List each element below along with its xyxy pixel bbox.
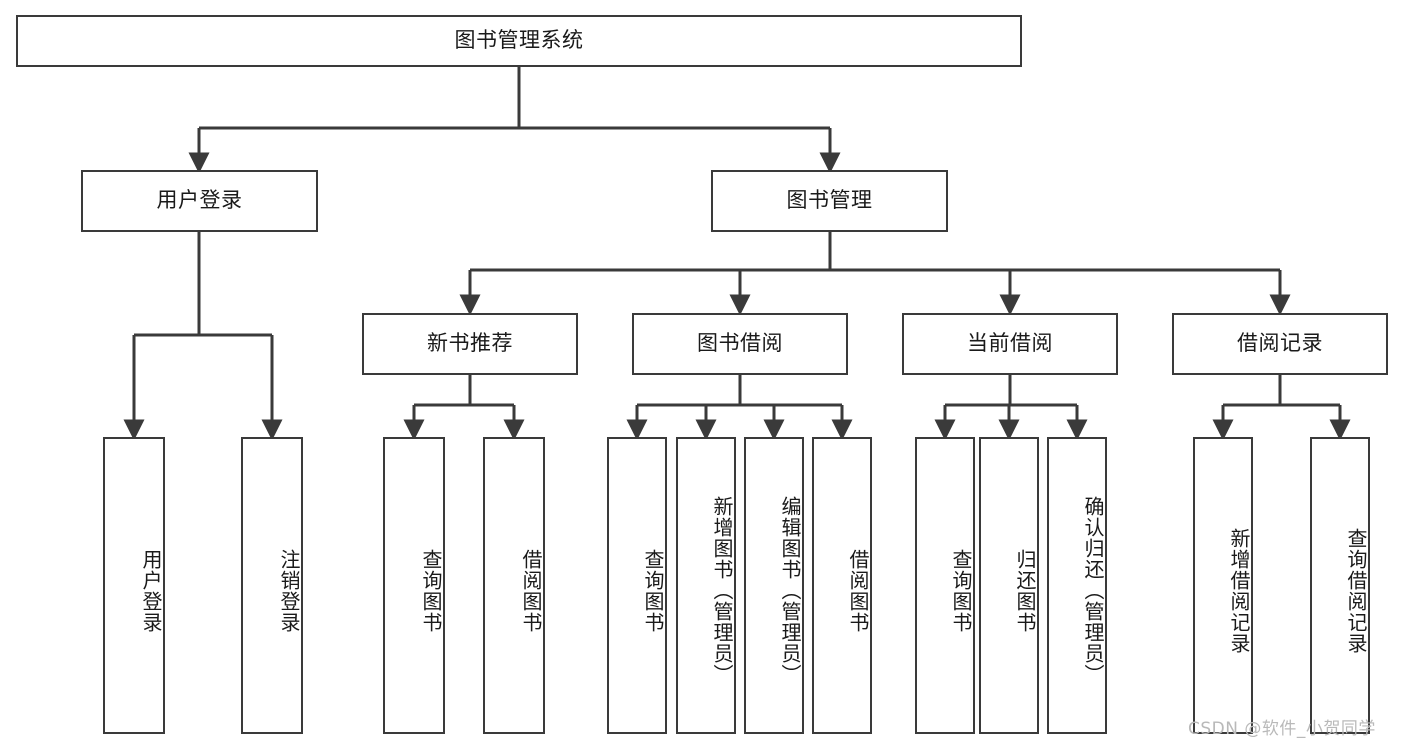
node-current-borrow[interactable]: 当前借阅 (902, 313, 1118, 375)
node-borrow-record[interactable]: 借阅记录 (1172, 313, 1388, 375)
leaf-return-book[interactable]: 归还图书 (979, 437, 1039, 734)
node-book-management[interactable]: 图书管理 (711, 170, 948, 232)
leaf-confirm-return-admin-label: 确认归还（管理员） (1081, 496, 1105, 685)
leaf-query-book-borrow[interactable]: 查询图书 (607, 437, 667, 734)
leaf-query-borrow-record-label: 查询借阅记录 (1344, 527, 1368, 654)
leaf-query-borrow-record[interactable]: 查询借阅记录 (1310, 437, 1370, 734)
node-book-management-label: 图书管理 (786, 188, 873, 213)
leaf-borrow-book-label: 借阅图书 (846, 548, 870, 633)
leaf-query-book-borrow-label: 查询图书 (641, 548, 665, 633)
leaf-user-login-label: 用户登录 (139, 548, 163, 633)
node-borrow-record-label: 借阅记录 (1237, 331, 1323, 356)
leaf-add-book-admin-label: 新增图书（管理员） (710, 496, 734, 685)
leaf-borrow-book-new-label: 借阅图书 (519, 548, 543, 633)
node-new-book-recommend-label: 新书推荐 (427, 331, 513, 356)
node-current-borrow-label: 当前借阅 (967, 331, 1053, 356)
leaf-edit-book-admin-label: 编辑图书（管理员） (778, 496, 802, 685)
csdn-watermark: CSDN @软件_小贺同学 (1188, 719, 1376, 739)
leaf-query-book-new-label: 查询图书 (419, 548, 443, 633)
leaf-return-book-label: 归还图书 (1013, 548, 1037, 633)
leaf-add-borrow-record-label: 新增借阅记录 (1227, 527, 1251, 654)
node-book-borrow-label: 图书借阅 (697, 331, 783, 356)
leaf-add-borrow-record[interactable]: 新增借阅记录 (1193, 437, 1253, 734)
leaf-confirm-return-admin[interactable]: 确认归还（管理员） (1047, 437, 1107, 734)
leaf-query-book-current[interactable]: 查询图书 (915, 437, 975, 734)
leaf-query-book-current-label: 查询图书 (949, 548, 973, 633)
node-root-label: 图书管理系统 (454, 28, 584, 53)
node-user-login[interactable]: 用户登录 (81, 170, 318, 232)
leaf-edit-book-admin[interactable]: 编辑图书（管理员） (744, 437, 804, 734)
leaf-query-book-new[interactable]: 查询图书 (383, 437, 445, 734)
leaf-borrow-book[interactable]: 借阅图书 (812, 437, 872, 734)
leaf-logout-label: 注销登录 (277, 548, 301, 633)
node-user-login-label: 用户登录 (156, 188, 243, 213)
node-new-book-recommend[interactable]: 新书推荐 (362, 313, 578, 375)
leaf-borrow-book-new[interactable]: 借阅图书 (483, 437, 545, 734)
node-root[interactable]: 图书管理系统 (16, 15, 1022, 67)
leaf-user-login[interactable]: 用户登录 (103, 437, 165, 734)
node-book-borrow[interactable]: 图书借阅 (632, 313, 848, 375)
leaf-add-book-admin[interactable]: 新增图书（管理员） (676, 437, 736, 734)
leaf-logout[interactable]: 注销登录 (241, 437, 303, 734)
